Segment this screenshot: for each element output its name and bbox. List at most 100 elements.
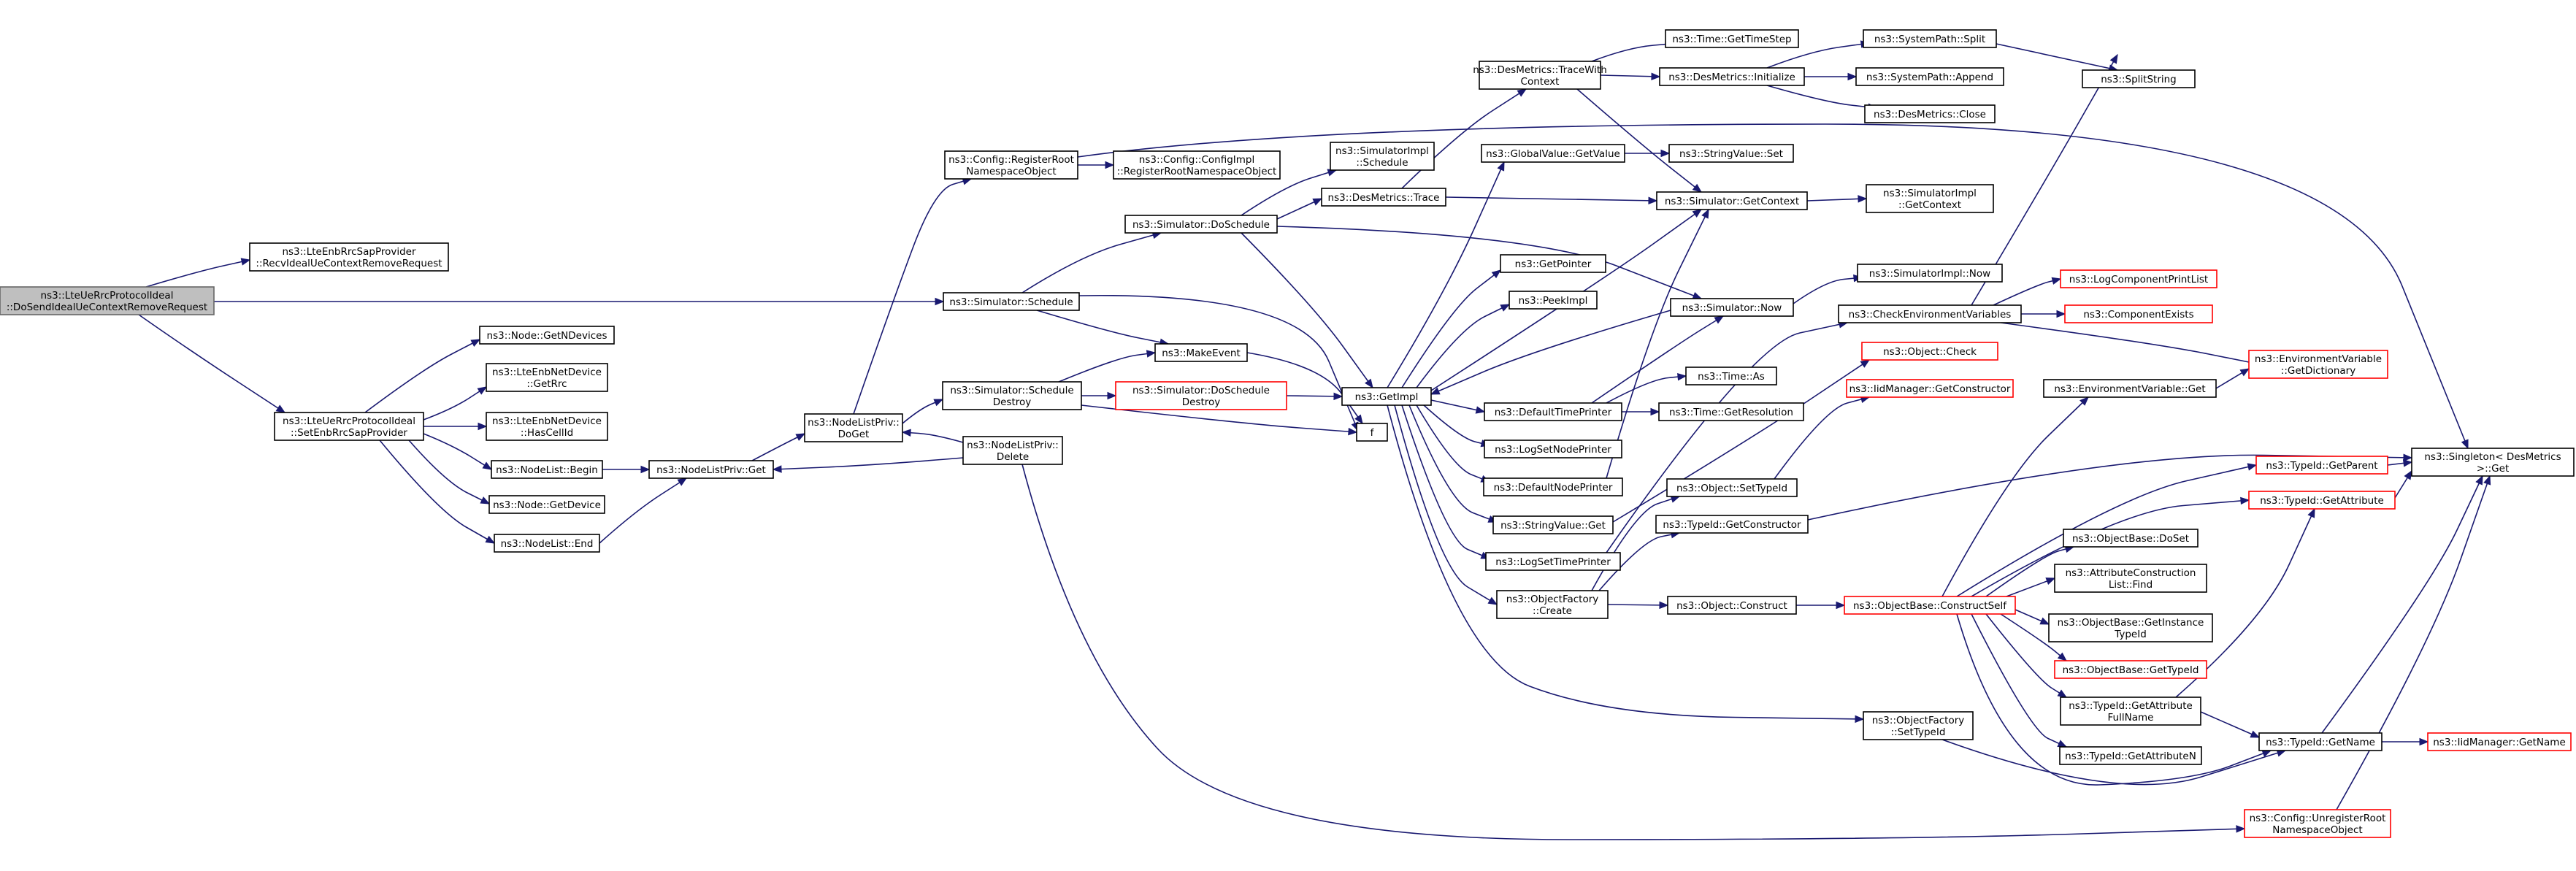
node-box[interactable] [1330,142,1435,171]
node-desTrace[interactable]: ns3::DesMetrics::Trace [1321,188,1446,207]
node-box[interactable] [1483,477,1623,496]
node-box[interactable] [0,286,215,315]
node-ofCreate[interactable]: ns3::ObjectFactory::Create [1496,590,1609,619]
node-box[interactable] [1509,291,1598,310]
node-box[interactable] [1659,67,1805,86]
node-box[interactable] [944,150,1078,180]
node-box[interactable] [1479,61,1601,90]
node-box[interactable] [2258,732,2383,751]
node-box[interactable] [2048,613,2213,642]
node-box[interactable] [1666,478,1798,497]
node-box[interactable] [1670,298,1794,317]
node-box[interactable] [1855,67,2004,86]
node-box[interactable] [1484,402,1622,421]
node-box[interactable] [2248,491,2396,510]
node-box[interactable] [1485,552,1621,571]
node-box[interactable] [2063,529,2199,548]
node-box[interactable] [1658,402,1804,421]
node-setEnbRrc[interactable]: ns3::LteUeRrcProtocolIdeal::SetEnbRrcSap… [274,412,424,441]
node-box[interactable] [1864,104,1996,123]
node-doSchedule[interactable]: ns3::Simulator::DoSchedule [1124,215,1278,234]
node-box[interactable] [491,460,603,479]
node-fNode[interactable]: f [1356,423,1388,442]
node-peekImpl[interactable]: ns3::PeekImpl [1509,291,1598,310]
node-getRrc[interactable]: ns3::LteEnbNetDevice::GetRrc [486,363,608,392]
node-box[interactable] [2059,746,2202,765]
node-box[interactable] [494,534,600,553]
node-unregisterRoot[interactable]: ns3::Config::UnregisterRootNamespaceObje… [2244,809,2391,838]
node-timeAs[interactable]: ns3::Time::As [1685,367,1777,385]
node-box[interactable] [249,242,449,272]
node-schedule[interactable]: ns3::Simulator::Schedule [943,292,1080,311]
node-box[interactable] [1321,188,1446,207]
node-box[interactable] [274,412,424,441]
node-nlpGet[interactable]: ns3::NodeListPriv::Get [648,460,774,479]
node-box[interactable] [1492,515,1614,534]
node-cfgImplRegister[interactable]: ns3::Config::ConfigImpl::RegisterRootNam… [1113,150,1281,180]
node-logCompPrintList[interactable]: ns3::LogComponentPrintList [2060,269,2217,288]
node-desClose[interactable]: ns3::DesMetrics::Close [1864,104,1996,123]
node-box[interactable] [1496,590,1609,619]
node-box[interactable] [804,413,903,442]
node-recvIdeal[interactable]: ns3::LteEnbRrcSapProvider::RecvIdealUeCo… [249,242,449,272]
node-box[interactable] [2060,269,2217,288]
node-objSetTypeId[interactable]: ns3::Object::SetTypeId [1666,478,1798,497]
node-box[interactable] [1356,423,1388,442]
node-getDevice[interactable]: ns3::Node::GetDevice [488,495,605,514]
node-singletonGet[interactable]: ns3::Singleton< DesMetrics>::Get [2411,448,2575,477]
node-checkEnvVars[interactable]: ns3::CheckEnvironmentVariables [1838,304,2022,323]
node-box[interactable] [1656,191,1808,210]
node-defNodePrinter[interactable]: ns3::DefaultNodePrinter [1483,477,1623,496]
node-box[interactable] [488,495,605,514]
node-objConstruct[interactable]: ns3::Object::Construct [1667,596,1797,615]
node-compExists[interactable]: ns3::ComponentExists [2064,304,2213,323]
node-simImplNow[interactable]: ns3::SimulatorImpl::Now [1857,264,2003,283]
node-box[interactable] [2064,304,2213,323]
node-box[interactable] [1655,515,1809,534]
node-box[interactable] [1484,440,1622,458]
node-box[interactable] [2248,350,2388,379]
node-box[interactable] [1861,342,1998,361]
node-box[interactable] [1341,387,1432,406]
node-simNow[interactable]: ns3::Simulator::Now [1670,298,1794,317]
node-box[interactable] [1863,711,1974,740]
node-box[interactable] [1668,144,1794,163]
node-box[interactable] [1481,144,1625,163]
node-box[interactable] [486,363,608,392]
node-box[interactable] [2054,660,2207,679]
node-obConstructSelf[interactable]: ns3::ObjectBase::ConstructSelf [1844,596,2016,615]
node-objCheck[interactable]: ns3::Object::Check [1861,342,1998,361]
node-tidGetAttribute[interactable]: ns3::TypeId::GetAttribute [2248,491,2396,510]
node-box[interactable] [2255,456,2388,475]
node-box[interactable] [1113,150,1281,180]
node-box[interactable] [1846,379,2014,398]
node-box[interactable] [1124,215,1278,234]
node-tidGetConstructor[interactable]: ns3::TypeId::GetConstructor [1655,515,1809,534]
node-box[interactable] [1857,264,2003,283]
node-getImpl[interactable]: ns3::GetImpl [1341,387,1432,406]
node-box[interactable] [2054,564,2207,593]
node-box[interactable] [2082,69,2196,88]
node-svSet[interactable]: ns3::StringValue::Set [1668,144,1794,163]
node-box[interactable] [962,436,1063,465]
node-getPointer[interactable]: ns3::GetPointer [1500,254,1606,273]
node-timeGetResolution[interactable]: ns3::Time::GetResolution [1658,402,1804,421]
node-logSetTimePrinter[interactable]: ns3::LogSetTimePrinter [1485,552,1621,571]
node-ofSetTypeId[interactable]: ns3::ObjectFactory::SetTypeId [1863,711,1974,740]
node-root[interactable]: ns3::LteUeRrcProtocolIdeal::DoSendIdealU… [0,286,215,315]
node-nlpDelete[interactable]: ns3::NodeListPriv::Delete [962,436,1063,465]
node-nlEnd[interactable]: ns3::NodeList::End [494,534,600,553]
node-box[interactable] [1685,367,1777,385]
node-splitString[interactable]: ns3::SplitString [2082,69,2196,88]
node-box[interactable] [1115,381,1287,410]
node-box[interactable] [1838,304,2022,323]
node-spSplit[interactable]: ns3::SystemPath::Split [1863,29,1997,48]
node-registerRoot[interactable]: ns3::Config::RegisterRootNamespaceObject [944,150,1078,180]
node-obGetTypeId[interactable]: ns3::ObjectBase::GetTypeId [2054,660,2207,679]
node-box[interactable] [1154,343,1248,362]
